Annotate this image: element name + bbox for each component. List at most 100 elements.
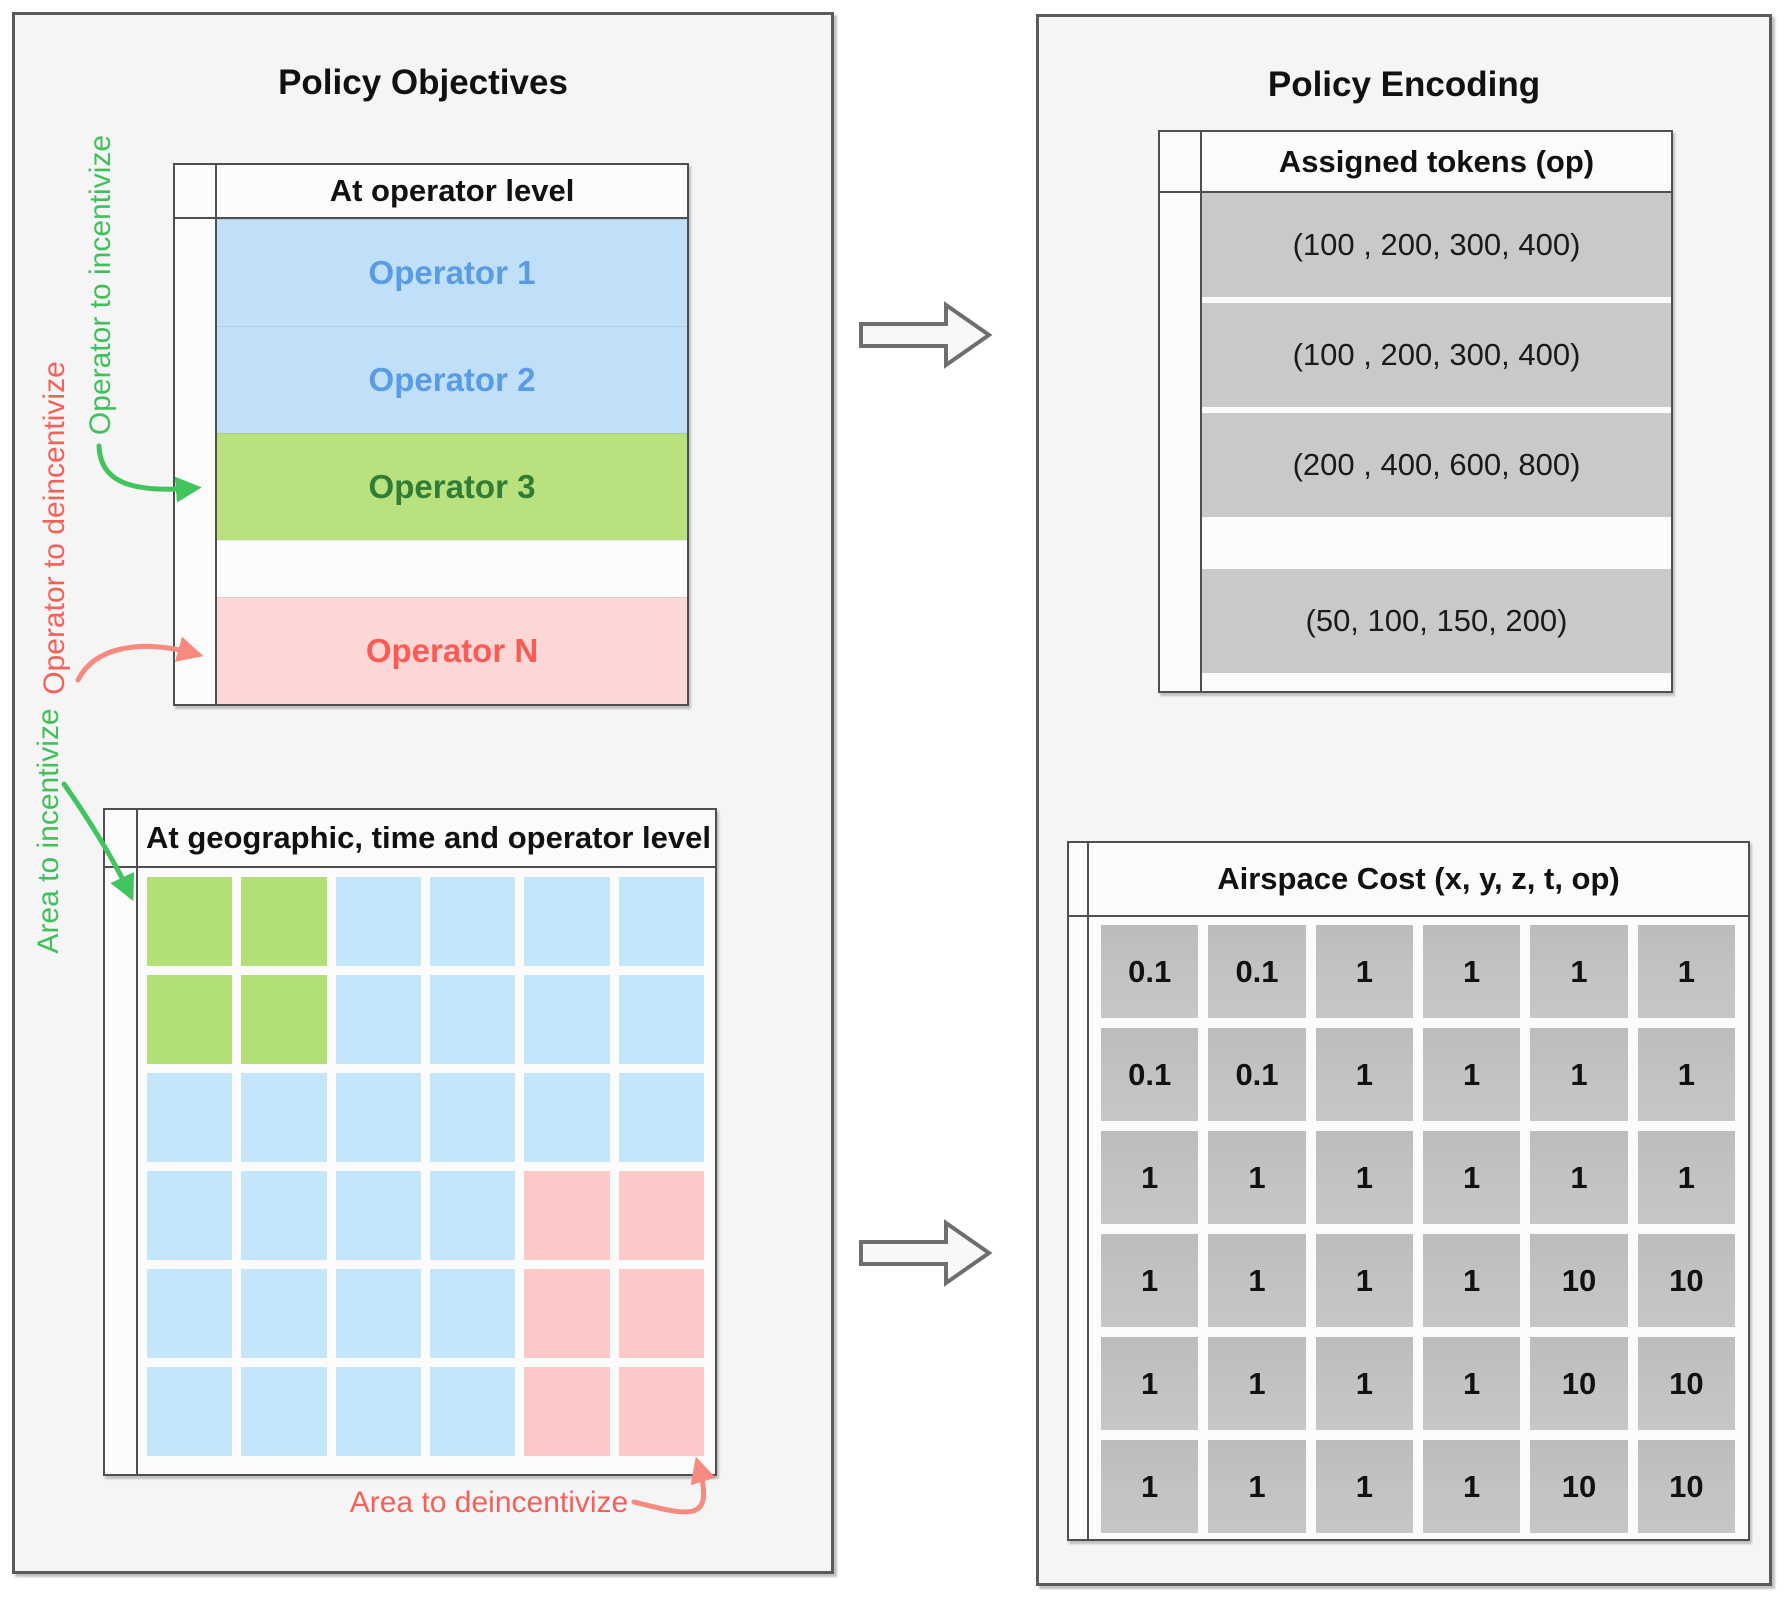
flow-arrow-icon <box>859 1219 993 1287</box>
geo-cell-green <box>241 975 327 1064</box>
token-row: (100 , 200, 300, 400) <box>1202 303 1671 407</box>
geo-cell-green <box>241 877 327 966</box>
flow-arrow-icon <box>859 301 993 369</box>
policy-encoding-panel: Policy Encoding Assigned tokens (op) (10… <box>1036 14 1772 1586</box>
cost-cell: 1 <box>1208 1234 1306 1327</box>
operator-row: Operator 2 <box>217 326 687 433</box>
cost-cell: 0.1 <box>1208 1028 1306 1121</box>
cost-cell: 0.1 <box>1208 925 1306 1018</box>
geo-cell-pink <box>524 1269 610 1358</box>
geo-cell-blue <box>524 975 610 1064</box>
geo-cell-blue <box>430 1367 516 1456</box>
geo-cell-blue <box>147 1073 233 1162</box>
geo-cell-blue <box>147 1367 233 1456</box>
geo-cell-blue <box>430 877 516 966</box>
flow-arrow-shape <box>859 301 993 369</box>
geo-cell-blue <box>430 1269 516 1358</box>
geo-cell-pink <box>618 1171 704 1260</box>
operator-to-deincentivize-label: Operator to deincentivize <box>38 361 71 695</box>
geo-cell-blue <box>241 1269 327 1358</box>
geo-cell-blue <box>335 1073 421 1162</box>
tokens-table-header: Assigned tokens (op) <box>1202 132 1671 193</box>
assigned-tokens-table: Assigned tokens (op) (100 , 200, 300, 40… <box>1158 130 1673 693</box>
operator-row: Operator 3 <box>217 433 687 540</box>
cost-cell: 1 <box>1423 1234 1521 1327</box>
geo-cell-green <box>147 975 233 1064</box>
geo-cell-blue <box>524 1073 610 1162</box>
geo-cell-blue <box>335 1367 421 1456</box>
geo-cell-pink <box>524 1171 610 1260</box>
cost-cell: 10 <box>1530 1337 1628 1430</box>
cost-cell: 1 <box>1423 925 1521 1018</box>
geo-cell-blue <box>335 1171 421 1260</box>
operator-table-header: At operator level <box>217 165 687 219</box>
cost-cell: 1 <box>1423 1337 1521 1430</box>
operator-table-strip-header-cell <box>175 165 215 219</box>
geo-cell-blue <box>241 1367 327 1456</box>
operator-table-row-strip <box>175 165 217 704</box>
geo-cell-blue <box>241 1073 327 1162</box>
cost-cell: 10 <box>1637 1337 1735 1430</box>
geo-cell-blue <box>524 877 610 966</box>
geo-cell-blue <box>430 975 516 1064</box>
cost-cell: 1 <box>1315 1131 1413 1224</box>
tokens-table-row-strip <box>1160 132 1202 691</box>
area-to-incentivize-label: Area to incentivize <box>32 708 65 954</box>
cost-cell: 1 <box>1423 1440 1521 1533</box>
cost-cell: 1 <box>1315 1028 1413 1121</box>
cost-cell: 1 <box>1101 1440 1199 1533</box>
cost-cell: 10 <box>1530 1440 1628 1533</box>
cost-cell: 0.1 <box>1101 925 1199 1018</box>
cost-cell: 1 <box>1208 1131 1306 1224</box>
cost-table-header: Airspace Cost (x, y, z, t, op) <box>1089 843 1748 917</box>
cost-cell: 1 <box>1423 1131 1521 1224</box>
cost-cell: 1 <box>1101 1131 1199 1224</box>
area-to-deincentivize-label: Area to deincentivize <box>349 1486 629 1519</box>
geo-cell-blue <box>147 1269 233 1358</box>
geo-cell-blue <box>430 1073 516 1162</box>
cost-cell: 1 <box>1530 925 1628 1018</box>
geo-cell-blue <box>241 1171 327 1260</box>
geo-table-row-strip <box>105 810 138 1474</box>
token-row-blank <box>1202 523 1671 569</box>
cost-cell: 1 <box>1315 1234 1413 1327</box>
cost-cell: 1 <box>1315 1440 1413 1533</box>
geographic-level-table: At geographic, time and operator level <box>103 808 717 1476</box>
geo-cell-blue <box>618 1073 704 1162</box>
cost-cell: 1 <box>1208 1337 1306 1430</box>
cost-cell: 1 <box>1315 1337 1413 1430</box>
geo-grid <box>138 868 715 1472</box>
cost-table-strip-header-cell <box>1069 843 1087 917</box>
cost-cell: 1 <box>1637 925 1735 1018</box>
token-row: (100 , 200, 300, 400) <box>1202 193 1671 297</box>
geo-cell-blue <box>618 975 704 1064</box>
cost-cell: 0.1 <box>1101 1028 1199 1121</box>
geo-cell-pink <box>618 1367 704 1456</box>
geo-cell-green <box>147 877 233 966</box>
cost-cell: 1 <box>1423 1028 1521 1121</box>
geo-cell-pink <box>524 1367 610 1456</box>
policy-objectives-title: Policy Objectives <box>278 63 568 102</box>
geo-cell-blue <box>430 1171 516 1260</box>
geo-table-header: At geographic, time and operator level <box>138 810 715 868</box>
cost-cell: 1 <box>1637 1131 1735 1224</box>
tokens-table-rows: (100 , 200, 300, 400)(100 , 200, 300, 40… <box>1202 193 1671 687</box>
operator-to-incentivize-label: Operator to incentivize <box>84 134 117 436</box>
cost-cell: 1 <box>1315 925 1413 1018</box>
cost-cell: 1 <box>1101 1337 1199 1430</box>
operator-row: Operator N <box>217 597 687 704</box>
geo-cell-blue <box>335 975 421 1064</box>
token-row: (50, 100, 150, 200) <box>1202 569 1671 673</box>
geo-cell-blue <box>335 877 421 966</box>
tokens-table-strip-header-cell <box>1160 132 1200 193</box>
cost-table-row-strip <box>1069 843 1089 1539</box>
geo-cell-blue <box>618 877 704 966</box>
operator-row: Operator 1 <box>217 219 687 326</box>
geo-cell-blue <box>147 1171 233 1260</box>
geo-cell-blue <box>335 1269 421 1358</box>
policy-objectives-panel: Policy Objectives At operator level Oper… <box>12 12 834 1574</box>
cost-cell: 1 <box>1530 1028 1628 1121</box>
